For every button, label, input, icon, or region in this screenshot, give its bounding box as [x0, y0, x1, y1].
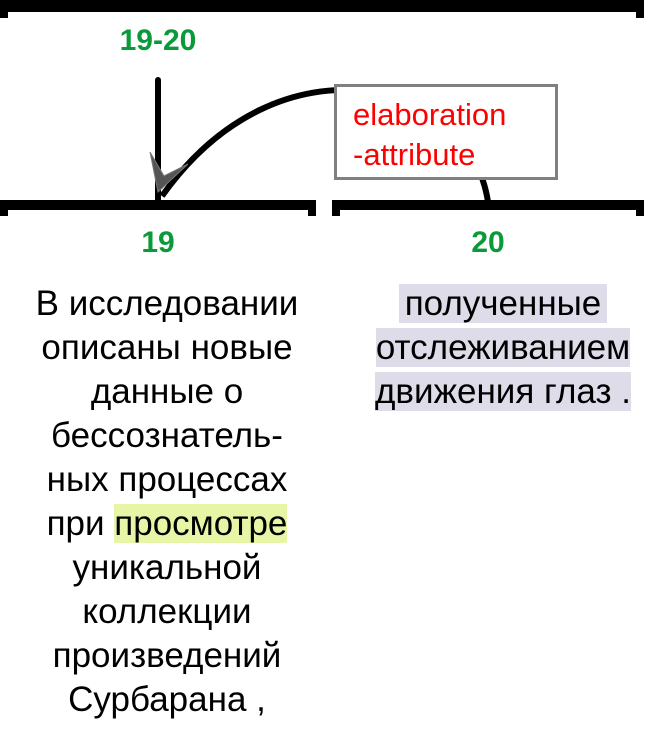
left-segment-text: В исследовании описаны новые данные о бе…	[0, 282, 334, 722]
segment-line: произведений	[52, 636, 282, 675]
left-span-bracket	[0, 200, 316, 216]
relation-label-box: elaboration -attribute	[334, 84, 558, 180]
segment-line: ных процессах	[46, 460, 288, 499]
segment-word: при	[46, 504, 115, 543]
parent-node-label: 19-20	[119, 24, 197, 57]
arrowhead-icon	[149, 151, 189, 193]
segment-line: бессознатель-	[51, 416, 283, 455]
segment-line: отслеживанием	[375, 328, 631, 367]
highlighted-word: просмотре	[114, 504, 288, 543]
right-span-bracket	[332, 200, 644, 216]
segment-line: описаны новые	[41, 328, 293, 367]
parent-span-bracket	[0, 0, 644, 18]
segment-line: движения глаз .	[375, 372, 631, 411]
relation-name-line1: elaboration	[353, 97, 507, 132]
segment-line: полученные	[398, 284, 608, 323]
segment-line: данные о	[90, 372, 244, 411]
right-segment-text: полученные отслеживанием движения глаз .	[340, 282, 662, 414]
segment-line: В исследовании	[35, 284, 299, 323]
segment-line: уникальной	[72, 548, 262, 587]
relation-name-line2: -attribute	[353, 137, 476, 172]
segment-line: Сурбарана ,	[68, 680, 266, 719]
right-node-label: 20	[471, 226, 505, 259]
left-node-label: 19	[141, 226, 175, 259]
segment-line-with-highlight: при просмотре	[0, 502, 334, 546]
segment-line: коллекции	[82, 592, 252, 631]
